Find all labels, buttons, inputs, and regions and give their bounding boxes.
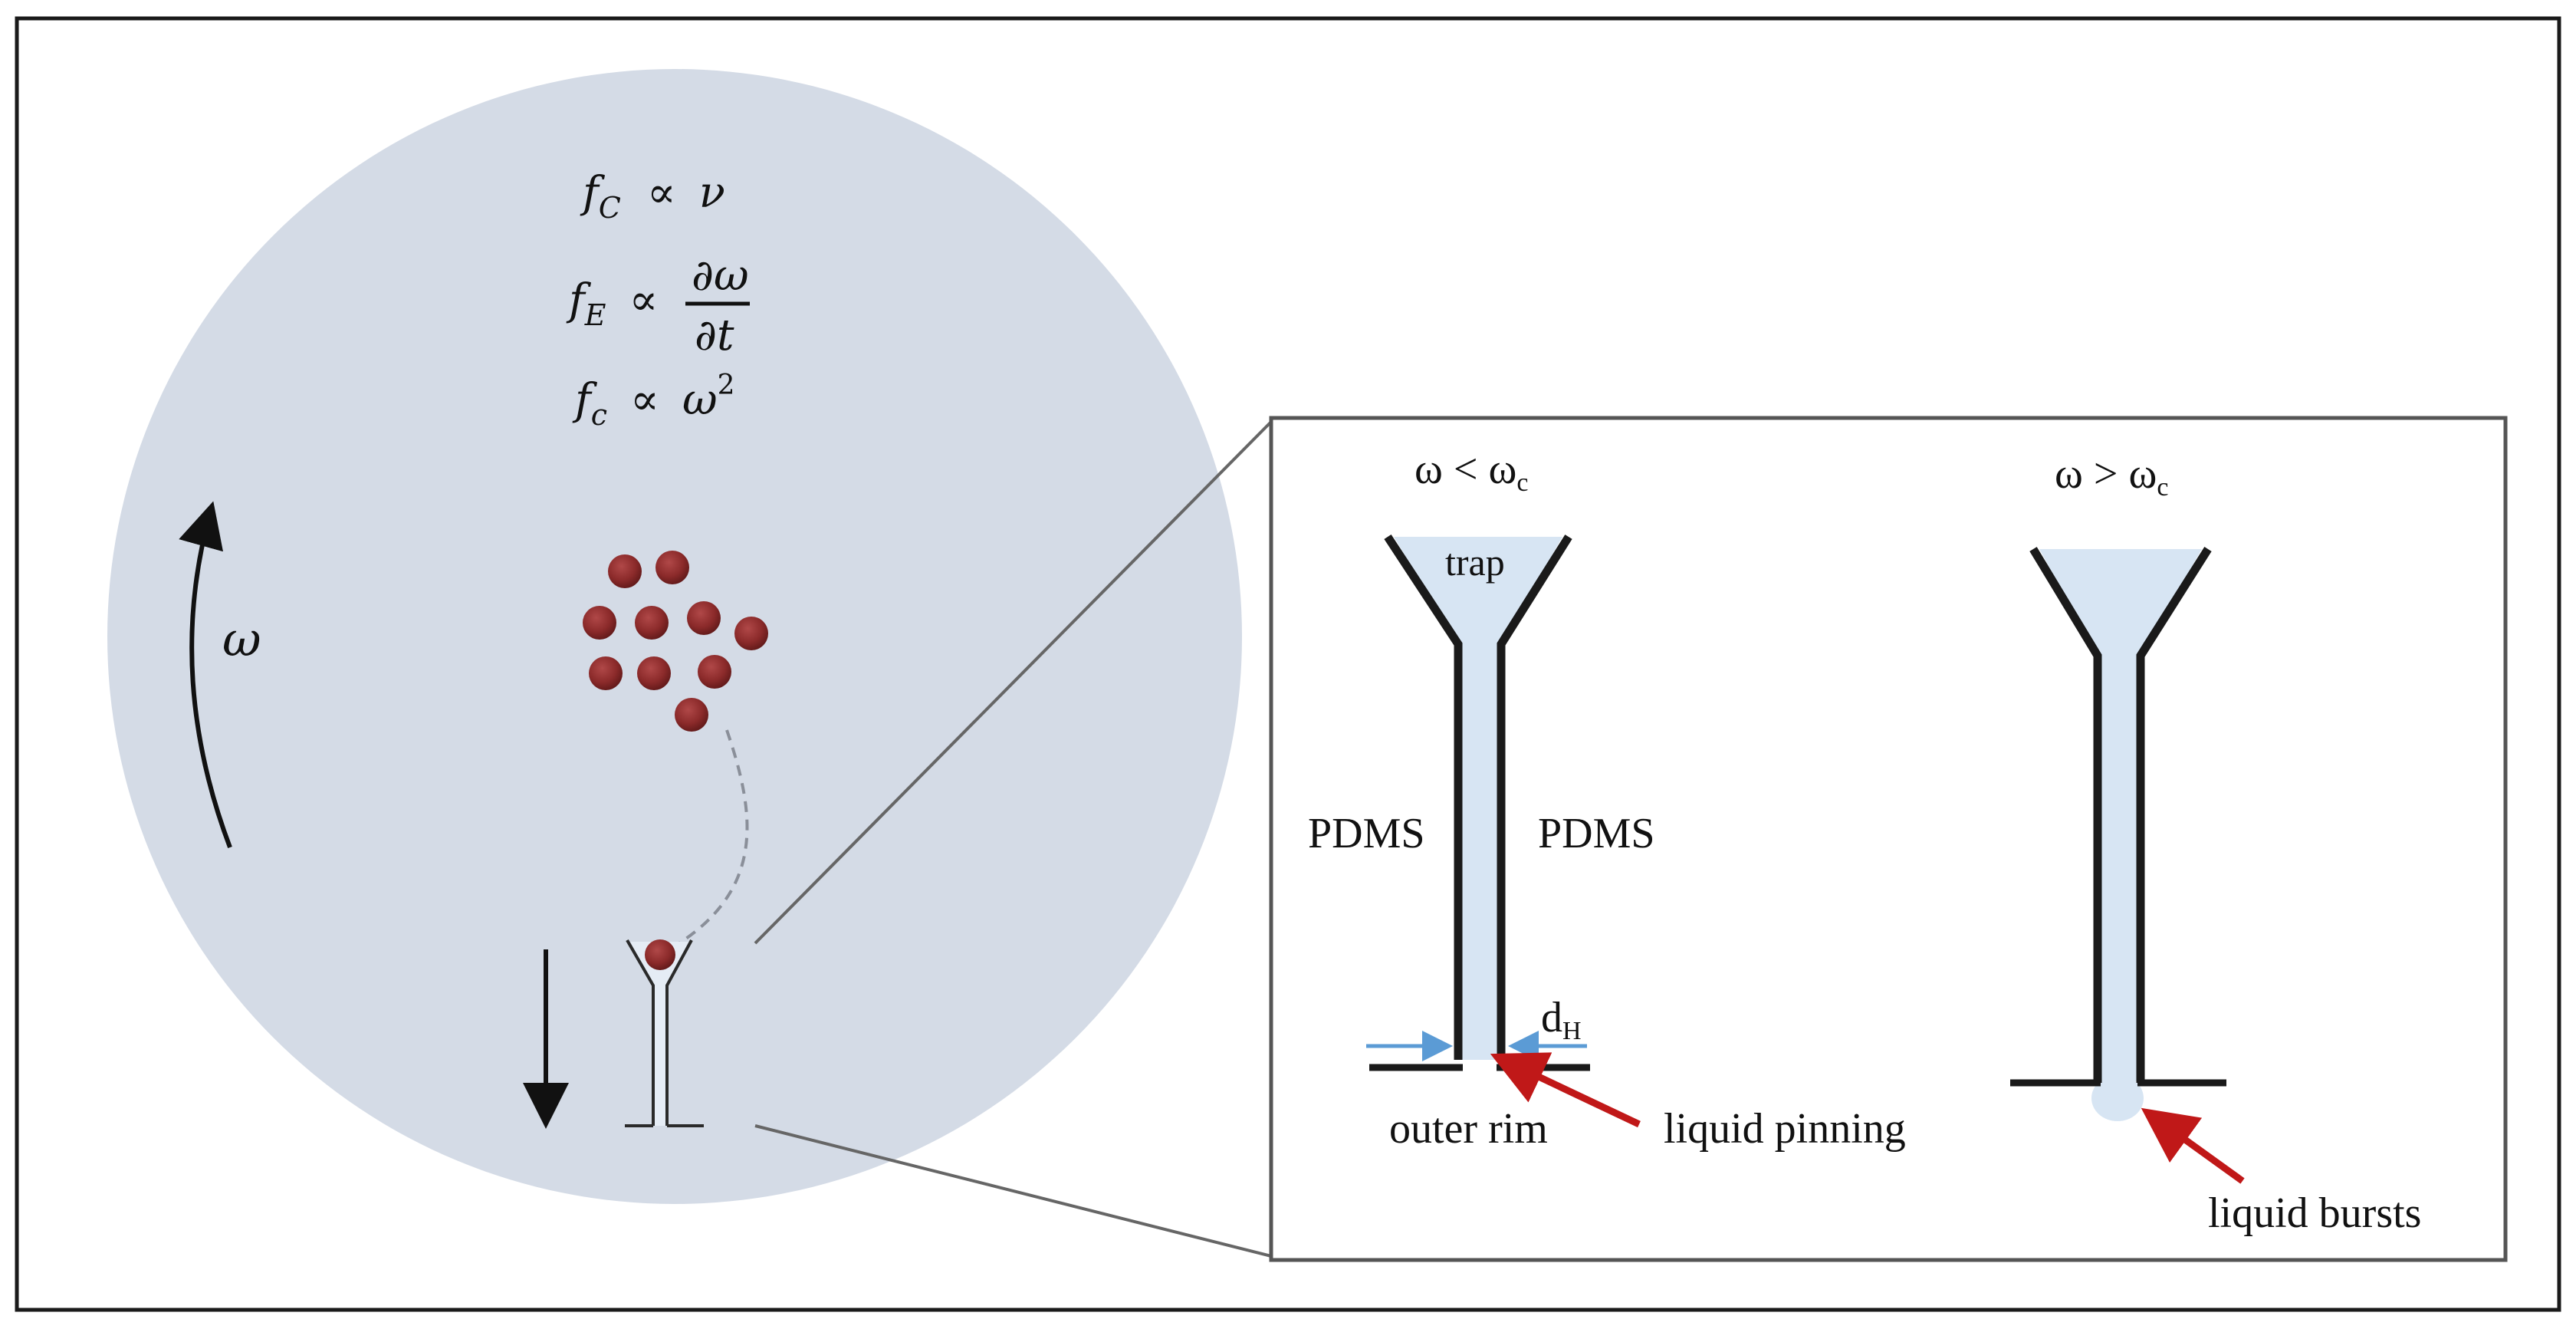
equation-centrifugal: fc∝ω2: [572, 370, 735, 432]
eq-euler-numerator: ∂ω: [692, 251, 749, 301]
eq-euler-denominator: ∂t: [695, 311, 734, 360]
outer-rim-label: outer rim: [1389, 1105, 1548, 1153]
liquid-pinning-label: liquid pinning: [1664, 1105, 1906, 1153]
dh-label: dH: [1541, 994, 1582, 1045]
svg-text:fE∝: fE∝: [566, 275, 658, 332]
eq-euler-rel: ∝: [629, 275, 658, 325]
svg-text:fC∝ν: fC∝ν: [580, 168, 725, 225]
cell: [675, 698, 708, 732]
cell: [656, 551, 689, 584]
cell: [583, 606, 616, 640]
cell: [734, 617, 768, 650]
eq-euler-sub: E: [584, 298, 606, 332]
cell: [687, 601, 721, 635]
pinning-arrow: [1490, 1052, 1641, 1128]
svg-text:fc∝ω2: fc∝ω2: [572, 370, 735, 432]
burst-arrow: [2141, 1107, 2245, 1184]
rotating-disc: [107, 69, 1242, 1204]
cell: [589, 656, 623, 690]
eq-coriolis-sub: C: [599, 191, 621, 225]
pdms-right-label: PDMS: [1538, 810, 1655, 857]
cell: [608, 554, 642, 588]
eq-centrifugal-sup: 2: [718, 370, 735, 401]
eq-centrifugal-sub: c: [591, 398, 607, 432]
eq-coriolis-rel: ∝: [647, 168, 676, 218]
eq-coriolis-rhs: ν: [699, 168, 725, 218]
left-condition: ω < ωc: [1414, 446, 1528, 497]
zoom-line-top: [754, 420, 1273, 945]
zoom-line-bottom: [754, 1124, 1272, 1258]
trap-label: trap: [1445, 541, 1505, 584]
cell: [637, 656, 671, 690]
right-channel: [2010, 547, 2226, 1121]
equation-coriolis: fC∝ν: [580, 168, 725, 225]
pdms-left-label: PDMS: [1308, 810, 1425, 857]
right-condition: ω > ωc: [2055, 450, 2168, 502]
small-trap: [625, 939, 704, 1127]
rotation-symbol: ω: [222, 611, 261, 667]
eq-centrifugal-rel: ∝: [630, 375, 659, 425]
trapped-cell: [645, 939, 675, 970]
eq-centrifugal-rhs: ω: [682, 375, 718, 425]
cell-cluster: [583, 551, 768, 732]
cell-trajectory: [672, 729, 749, 949]
burst-droplet: [2091, 1075, 2144, 1121]
cell: [698, 655, 731, 689]
equation-euler: fE∝ ∂ω ∂t: [566, 251, 750, 360]
liquid-bursts-label: liquid bursts: [2208, 1189, 2421, 1237]
rotation-arrow: [179, 501, 232, 849]
cell: [635, 606, 669, 640]
